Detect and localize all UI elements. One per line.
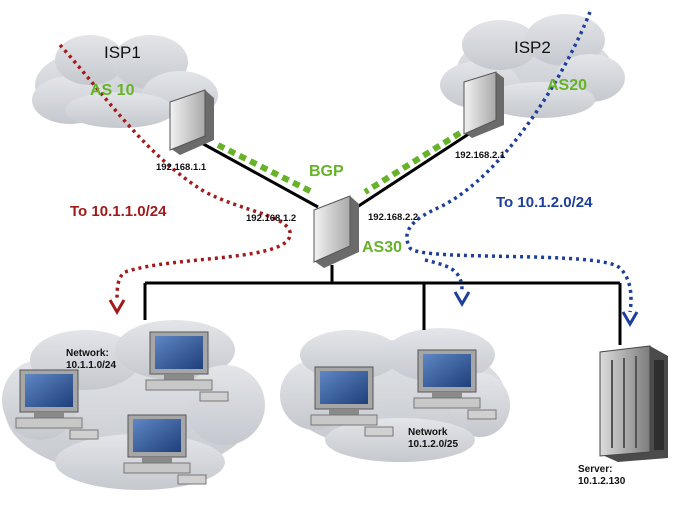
route-red-label: To 10.1.1.0/24 [70, 203, 167, 220]
computer-icon [123, 414, 207, 485]
server-label-line1: Server: [578, 464, 613, 475]
network1-label: Network: 10.1.1.0/24 [66, 348, 116, 371]
network1-label-line2: 10.1.1.0/24 [66, 359, 117, 371]
isp1-router-ip: 192.168.1.1 [156, 162, 207, 173]
network2-label-line2: 10.1.2.0/25 [408, 438, 459, 450]
isp1-label: ISP1 [104, 43, 141, 62]
router-isp2-icon [463, 71, 504, 138]
isp2-label: ISP2 [514, 38, 551, 57]
route-blue-arrow-icon [621, 311, 639, 327]
bgp-label: BGP [309, 163, 344, 180]
route-red-arrow-icon [108, 299, 126, 315]
route-blue-branch-path [424, 258, 464, 291]
router-isp1-icon [169, 89, 214, 155]
isp2-router-ip: 192.168.2.1 [455, 150, 506, 161]
bgp-sessions [216, 130, 462, 195]
route-blue-arrow-icon [453, 291, 471, 307]
router-as30-icon [313, 195, 359, 268]
computer-icon [310, 366, 394, 437]
computer-icon [413, 349, 497, 420]
isp1-cloud [32, 35, 218, 128]
computer-icon [15, 369, 99, 440]
computer-icon [145, 331, 229, 402]
local-ip-left: 192.168.1.2 [246, 213, 297, 224]
isp2-as-label: AS20 [547, 77, 588, 94]
physical-links [143, 122, 622, 345]
route-red-path [58, 43, 292, 301]
network1-label-line1: Network: [66, 348, 109, 359]
local-as-label: AS30 [362, 239, 403, 256]
route-blue-label: To 10.1.2.0/24 [496, 194, 593, 211]
local-ip-right: 192.168.2.2 [368, 212, 419, 223]
server-icon [599, 345, 668, 462]
server-label-line2: 10.1.2.130 [578, 475, 626, 487]
server-label: Server: 10.1.2.130 [578, 464, 625, 487]
network2-label: Network 10.1.2.0/25 [408, 427, 458, 450]
network2-label-line1: Network [408, 427, 448, 438]
isp1-as-label: AS 10 [90, 82, 135, 99]
